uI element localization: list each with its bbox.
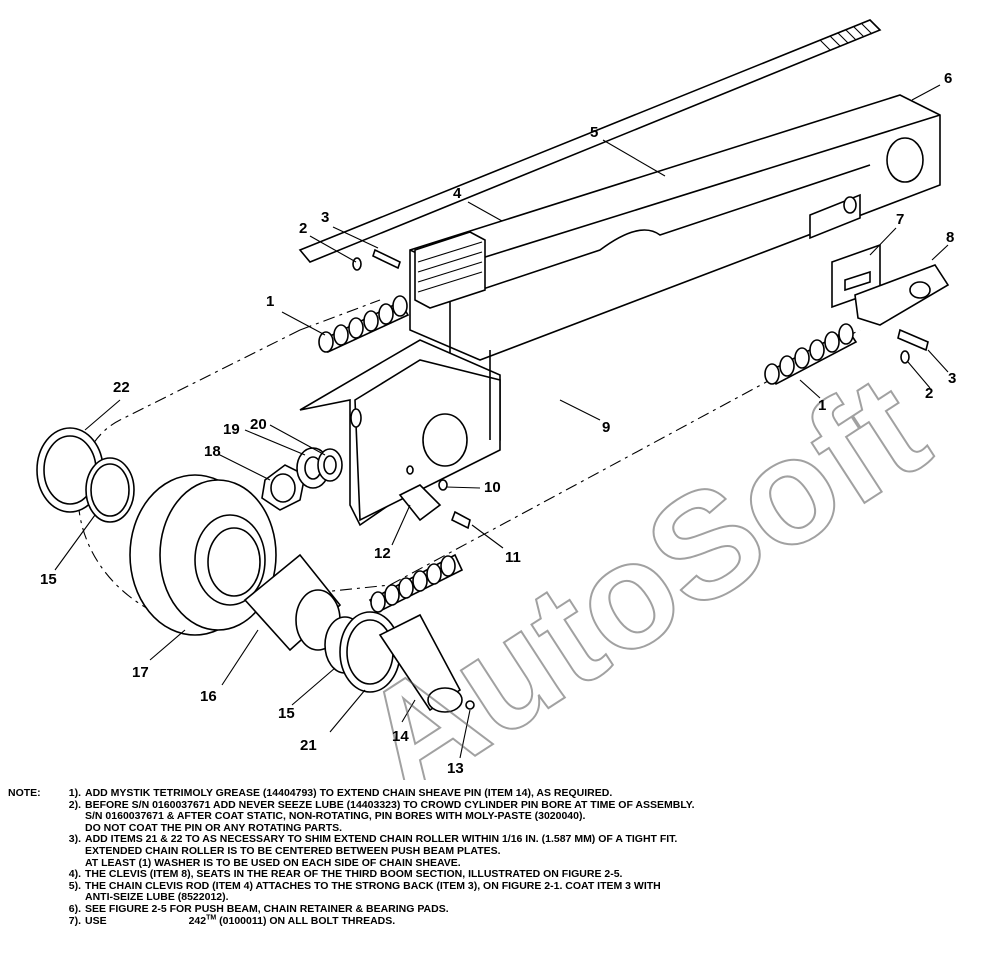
chain-item-1-left: [318, 295, 410, 354]
callout: 10: [484, 479, 501, 496]
callout: 18: [204, 443, 221, 460]
note-text: ANTI-SEIZE LUBE (8522012).: [85, 891, 229, 904]
trademark-mark: TM: [206, 914, 217, 922]
push-beam: [409, 94, 941, 365]
pin-and-clip-left: [352, 248, 401, 271]
fastener-items-10-11-12: [398, 479, 471, 530]
chain-item-1-right: [764, 323, 858, 386]
callout: 3: [948, 370, 956, 387]
note-text: SEE FIGURE 2-5 FOR PUSH BEAM, CHAIN RETA…: [85, 902, 449, 915]
callout: 16: [200, 688, 217, 705]
bearing-pad: [414, 231, 486, 309]
note-number: 5).: [68, 879, 81, 892]
note-number: 7).: [68, 914, 81, 927]
note-3: 3). ADD ITEMS 21 & 22 TO AS NECESSARY TO…: [8, 834, 998, 846]
note-label: NOTE:: [8, 787, 41, 799]
note-text: DO NOT COAT THE PIN OR ANY ROTATING PART…: [85, 821, 343, 834]
note-text: ADD ITEMS 21 & 22 TO AS NECESSARY TO SHI…: [85, 833, 678, 846]
note-text: USE: [85, 914, 107, 927]
callout: 15: [40, 571, 57, 588]
exploded-parts-diagram: AutoSoft 1 2 3 4 5 6 7 8 9 10 11 12 13 1…: [36, 19, 956, 780]
washer-item-15-left: [85, 457, 135, 523]
callout: 17: [132, 664, 149, 681]
sheave-pin-item-14: [378, 613, 475, 713]
note-1: NOTE: 1). ADD MYSTIK TETRIMOLY GREASE (1…: [8, 787, 998, 800]
note-number: 4).: [68, 868, 81, 881]
assembly-notes: NOTE: 1). ADD MYSTIK TETRIMOLY GREASE (1…: [8, 787, 998, 928]
note-number: 2).: [68, 798, 81, 811]
note-text: THE CHAIN CLEVIS ROD (ITEM 4) ATTACHES T…: [85, 879, 661, 892]
callout: 14: [392, 728, 409, 745]
note-text: AT LEAST (1) WASHER IS TO BE USED ON EAC…: [85, 856, 461, 869]
callout: 1: [818, 397, 826, 414]
note-5: 5). THE CHAIN CLEVIS ROD (ITEM 4) ATTACH…: [8, 879, 998, 893]
nut-item-18: [261, 464, 306, 511]
callout: 8: [946, 229, 954, 246]
callout: 20: [250, 416, 267, 433]
note-text: S/N 0160037671 & AFTER COAT STATIC, NON-…: [85, 810, 586, 823]
callout: 1: [266, 293, 274, 310]
side-plate: [299, 339, 501, 527]
callout: 7: [896, 211, 904, 228]
callouts: 1 2 3 4 5 6 7 8 9 10 11 12 13 14 15 16 1…: [40, 70, 956, 777]
leader-lines: [54, 84, 949, 759]
product-number: 242: [188, 914, 207, 927]
callout: 5: [590, 124, 598, 141]
washer-item-20: [317, 448, 343, 482]
callout: 4: [453, 185, 462, 202]
callout: 19: [223, 421, 240, 438]
note-2: 2). BEFORE S/N 0160037671 ADD NEVER SEEZ…: [8, 798, 998, 812]
note-number: 6).: [68, 902, 81, 915]
callout: 9: [602, 419, 610, 436]
note-text: BEFORE S/N 0160037671 ADD NEVER SEEZE LU…: [85, 798, 695, 811]
note-4: 4). THE CLEVIS (ITEM 8), SEATS IN THE RE…: [8, 869, 998, 881]
note-number: 3).: [68, 833, 81, 846]
chain-clevis-rod: [298, 19, 882, 263]
callout: 22: [113, 379, 130, 396]
chain-sheave-item-17: [129, 474, 277, 636]
note-text: EXTENDED CHAIN ROLLER IS TO BE CENTERED …: [85, 844, 501, 857]
callout: 6: [944, 70, 952, 87]
clevis-assembly: [831, 243, 950, 364]
note-number: 1).: [68, 787, 81, 799]
callout: 12: [374, 545, 391, 562]
note-6: 6). SEE FIGURE 2-5 FOR PUSH BEAM, CHAIN …: [8, 902, 998, 916]
callout: 13: [447, 760, 464, 777]
callout: 11: [505, 549, 521, 566]
callout: 15: [278, 705, 295, 722]
note-text: THE CLEVIS (ITEM 8), SEATS IN THE REAR O…: [85, 868, 623, 881]
note-text-tail: (0100011) ON ALL BOLT THREADS.: [216, 914, 396, 927]
callout: 2: [299, 220, 307, 237]
callout: 3: [321, 209, 329, 226]
chain-lower: [368, 553, 464, 614]
note-7: 7). USE 242TM (0100011) ON ALL BOLT THREA…: [8, 914, 998, 928]
note-text: ADD MYSTIK TETRIMOLY GREASE (14404793) T…: [85, 787, 613, 799]
callout: 2: [925, 385, 933, 402]
callout: 21: [300, 737, 317, 754]
